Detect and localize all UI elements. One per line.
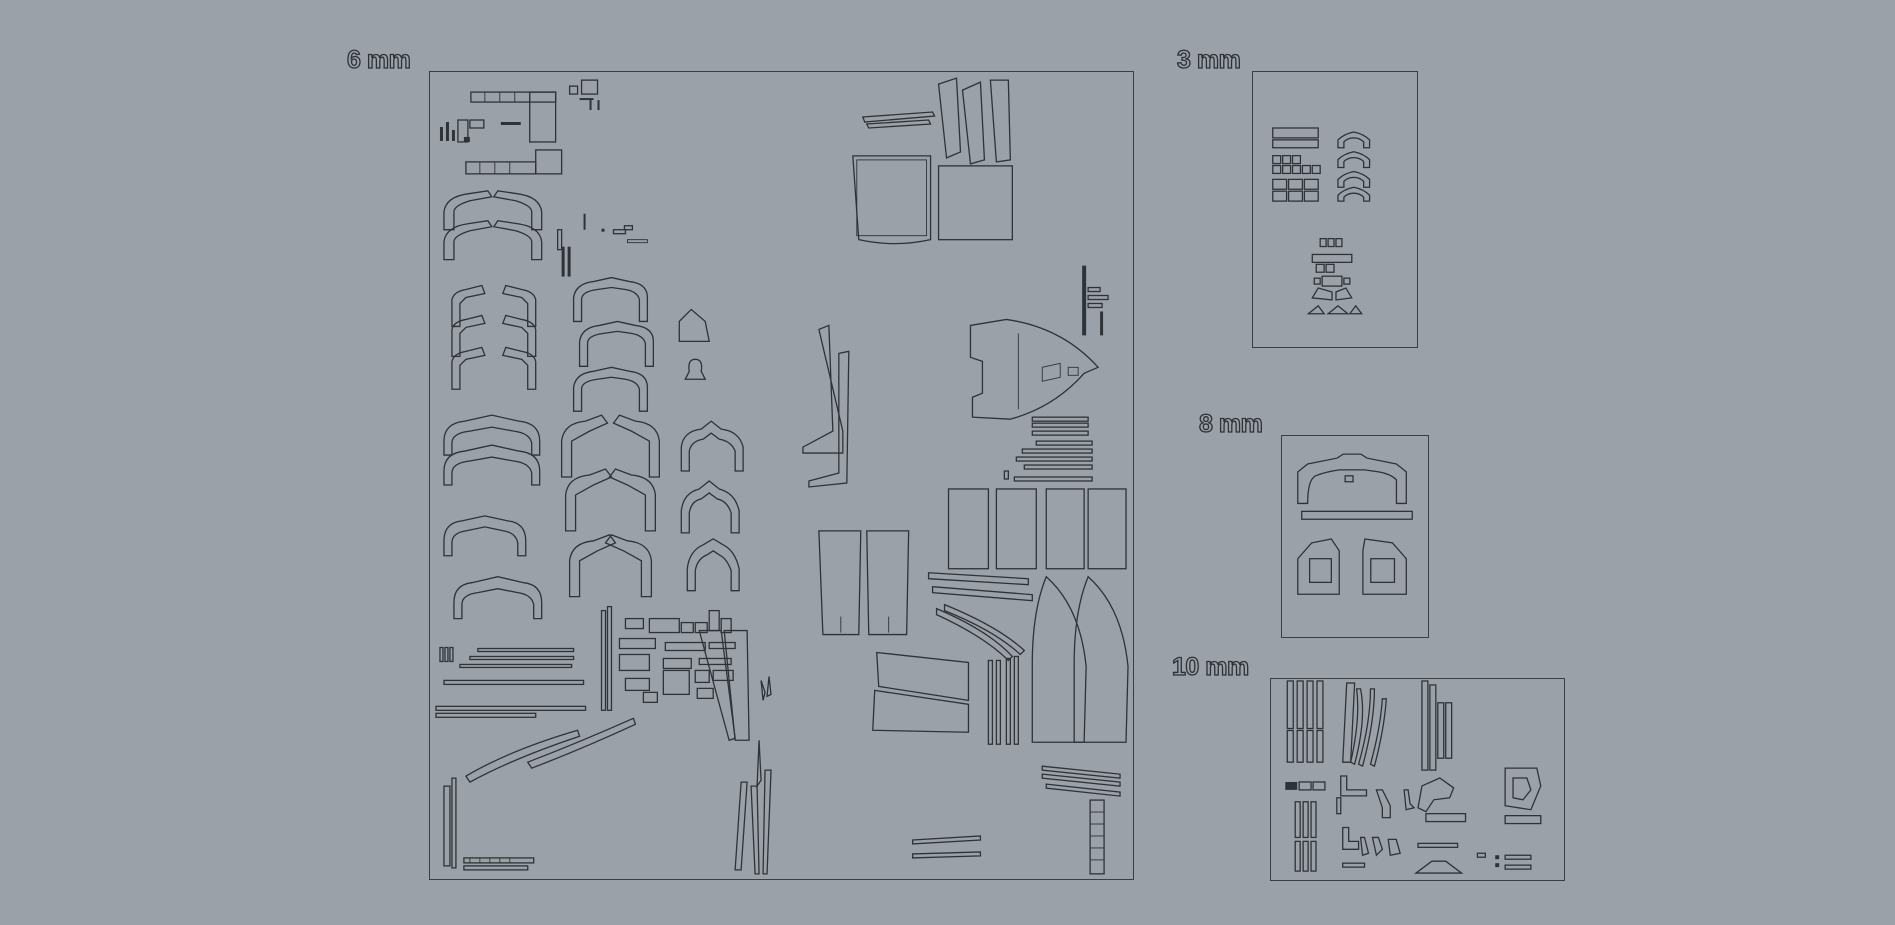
blade-parts bbox=[698, 629, 772, 875]
panel-parts-top bbox=[852, 155, 1013, 245]
sheet-3mm bbox=[1252, 71, 1418, 348]
sheet-label-6mm: 6 mm bbox=[346, 46, 411, 74]
strip-parts-lower-left bbox=[435, 605, 637, 871]
sheet-6mm bbox=[429, 71, 1134, 880]
frame-pairs-middle bbox=[560, 276, 744, 598]
stringer-parts bbox=[802, 324, 850, 488]
plate-parts bbox=[947, 488, 1127, 570]
sheet-10mm-parts bbox=[1285, 680, 1542, 874]
fuselage-side-part bbox=[969, 265, 1109, 420]
sheet-3mm-parts bbox=[1272, 127, 1371, 315]
wing-panel-parts bbox=[818, 530, 970, 733]
sheet-label-10mm: 10 mm bbox=[1171, 653, 1250, 681]
frame-pairs-left bbox=[443, 190, 543, 620]
bottom-right-parts bbox=[911, 765, 1121, 875]
ladder-parts-cluster bbox=[439, 79, 600, 175]
small-marks bbox=[556, 213, 648, 277]
sheet-label-3mm: 3 mm bbox=[1176, 46, 1241, 74]
sheet-6mm-parts bbox=[435, 77, 1129, 875]
rail-parts-right bbox=[1003, 416, 1093, 482]
fin-parts-top-right bbox=[861, 77, 1012, 165]
small-box-parts bbox=[618, 609, 736, 704]
sheet-10mm bbox=[1270, 678, 1565, 881]
hull-parts bbox=[987, 575, 1129, 745]
bent-strip-parts bbox=[927, 572, 1033, 662]
sheet-label-8mm: 8 mm bbox=[1198, 410, 1263, 438]
sheet-8mm-parts bbox=[1297, 453, 1413, 595]
sheet-8mm bbox=[1281, 435, 1429, 638]
